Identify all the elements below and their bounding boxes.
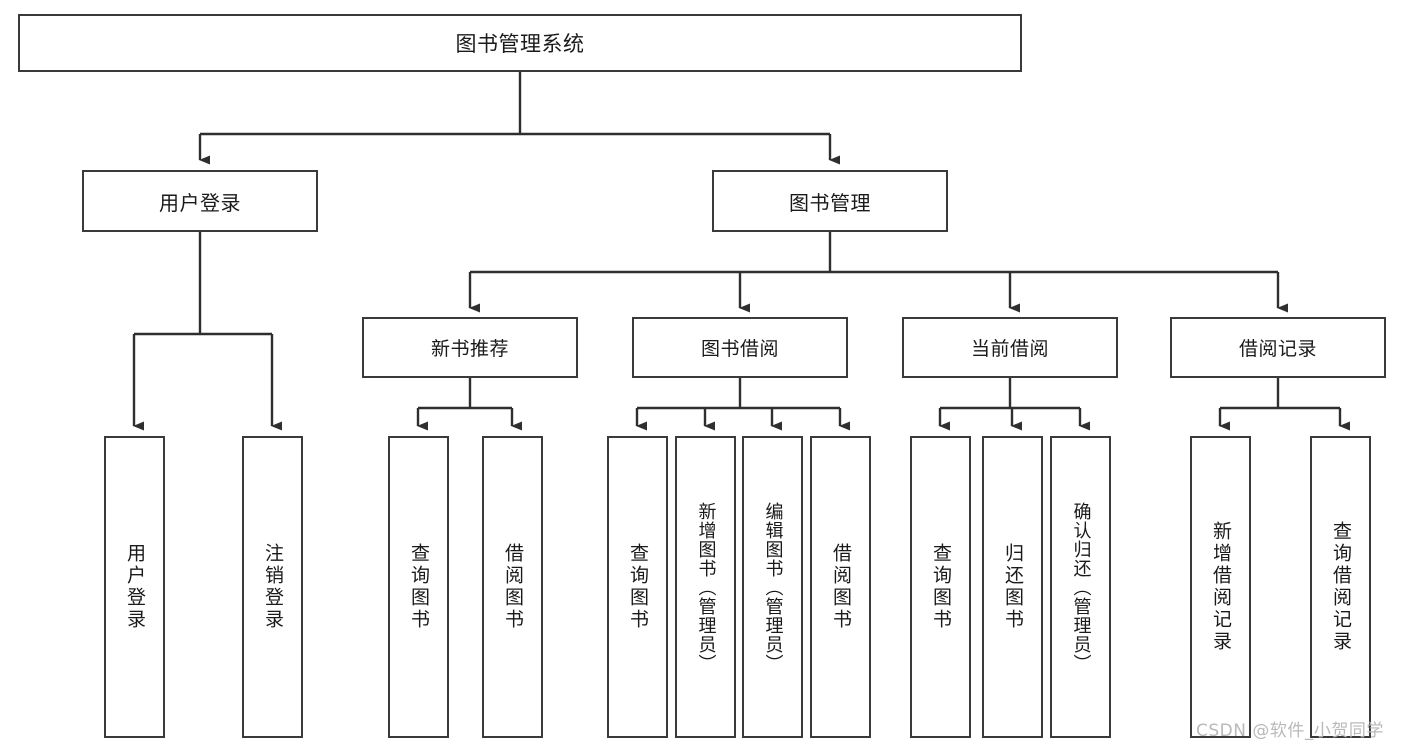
leaf-label: 确认归还（管理员） [1070, 501, 1092, 673]
leaf-label: 新增图书（管理员） [695, 501, 717, 673]
leaf-label: 编辑图书（管理员） [762, 501, 784, 673]
leaf-query-book-recommend[interactable]: 查询图书 [388, 436, 449, 738]
node-root-system[interactable]: 图书管理系统 [18, 14, 1022, 72]
node-current-borrow[interactable]: 当前借阅 [902, 317, 1118, 378]
leaf-query-borrow-record[interactable]: 查询借阅记录 [1310, 436, 1371, 738]
leaf-label: 查询图书 [408, 543, 430, 631]
node-new-book-recommend[interactable]: 新书推荐 [362, 317, 578, 378]
leaf-label: 查询图书 [930, 543, 952, 631]
leaf-label: 借阅图书 [502, 543, 524, 631]
node-label: 新书推荐 [430, 338, 509, 360]
leaf-label: 查询借阅记录 [1330, 521, 1352, 653]
leaf-add-book-admin[interactable]: 新增图书（管理员） [675, 436, 736, 738]
node-book-management[interactable]: 图书管理 [712, 170, 948, 232]
watermark: CSDN @软件_小贺同学 [1196, 721, 1384, 741]
leaf-label: 借阅图书 [830, 543, 852, 631]
node-book-borrow[interactable]: 图书借阅 [632, 317, 848, 378]
node-label: 图书管理 [789, 190, 871, 215]
leaf-query-book-current[interactable]: 查询图书 [910, 436, 971, 738]
node-label: 当前借阅 [970, 338, 1049, 360]
node-label: 图书借阅 [700, 338, 779, 360]
leaf-logout[interactable]: 注销登录 [242, 436, 303, 738]
node-user-login[interactable]: 用户登录 [82, 170, 318, 232]
leaf-label: 用户登录 [124, 543, 146, 631]
leaf-query-book-borrow[interactable]: 查询图书 [607, 436, 668, 738]
leaf-edit-book-admin[interactable]: 编辑图书（管理员） [742, 436, 803, 738]
leaf-borrow-book-recommend[interactable]: 借阅图书 [482, 436, 543, 738]
leaf-confirm-return-admin[interactable]: 确认归还（管理员） [1050, 436, 1111, 738]
leaf-add-borrow-record[interactable]: 新增借阅记录 [1190, 436, 1251, 738]
node-label: 借阅记录 [1238, 338, 1317, 360]
leaf-label: 注销登录 [262, 543, 284, 631]
node-borrow-records[interactable]: 借阅记录 [1170, 317, 1386, 378]
leaf-label: 归还图书 [1002, 543, 1024, 631]
node-label: 用户登录 [159, 190, 241, 215]
leaf-return-book[interactable]: 归还图书 [982, 436, 1043, 738]
leaf-borrow-book[interactable]: 借阅图书 [810, 436, 871, 738]
leaf-user-login[interactable]: 用户登录 [104, 436, 165, 738]
leaf-label: 新增借阅记录 [1210, 521, 1232, 653]
node-label: 图书管理系统 [455, 32, 585, 56]
leaf-label: 查询图书 [627, 543, 649, 631]
